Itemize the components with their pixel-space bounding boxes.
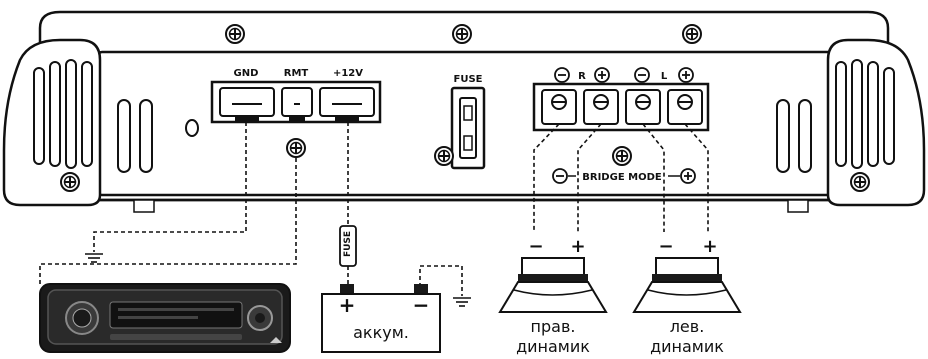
speaker-left: − + лев. динамик: [632, 236, 742, 356]
rmt-wire: [39, 158, 297, 286]
screw-icon: [612, 146, 632, 166]
speaker-right: − + прав. динамик: [498, 236, 608, 356]
power-terminal-block: GND RMT +12V: [210, 68, 382, 158]
screw-icon: [60, 172, 80, 192]
battery-plus-label: +: [339, 293, 356, 317]
screw-icon: [286, 138, 306, 158]
heatsink-right: [826, 38, 926, 207]
foot-right: [787, 199, 809, 213]
screw-icon: [850, 172, 870, 192]
head-unit-display: [109, 301, 243, 329]
ground-icon: [452, 297, 472, 307]
battery-minus-label: −: [413, 293, 430, 317]
rmt-terminal: [281, 87, 313, 117]
bridge-mode-label: BRIDGE MODE: [582, 172, 662, 183]
channel-left-label: L: [661, 71, 668, 82]
battery-terminal-plus: [340, 284, 354, 294]
speaker-left-minus-label: −: [658, 236, 673, 257]
bridge-minus-icon: [552, 168, 568, 184]
ground-icon: [84, 253, 104, 263]
speaker-left-label-line2: динамик: [650, 337, 724, 356]
speaker-terminal-block: R L BRIDGE MODE: [532, 67, 710, 184]
foot-left: [133, 199, 155, 213]
gnd-terminal: [219, 87, 275, 117]
vent-slots: [117, 99, 812, 173]
inline-fuse-label: FUSE: [343, 231, 353, 257]
head-unit: [39, 283, 291, 353]
heatsink-left: [2, 38, 102, 207]
rmt-label: RMT: [284, 68, 309, 79]
speaker-right-plus-label: +: [570, 236, 585, 257]
amplifier: GND RMT +12V FUSE: [2, 10, 926, 213]
led-indicator: [185, 119, 199, 137]
plus12v-label: +12V: [333, 68, 363, 79]
amplifier-fuse: FUSE: [434, 74, 486, 170]
battery: + − аккум.: [321, 284, 441, 353]
speaker-left-label-line1: лев.: [670, 317, 705, 336]
speaker-left-plus-label: +: [702, 236, 717, 257]
screw-icon: [434, 146, 454, 166]
screw-icon: [452, 24, 472, 44]
battery-terminal-minus: [414, 284, 428, 294]
fuse-label: FUSE: [454, 74, 483, 85]
screw-icon: [225, 24, 245, 44]
plus12v-terminal: [319, 87, 375, 117]
bridge-plus-icon: [680, 168, 696, 184]
speaker-right-minus-label: −: [528, 236, 543, 257]
speaker-right-label-line1: прав.: [531, 317, 576, 336]
speaker-r-minus-wire: [533, 123, 560, 232]
channel-right-label: R: [578, 71, 586, 82]
minus-icon: [554, 67, 570, 83]
plus-icon: [594, 67, 610, 83]
screw-icon: [682, 24, 702, 44]
gnd-label: GND: [234, 68, 259, 79]
plus-icon: [678, 67, 694, 83]
gnd-wire: [93, 122, 247, 252]
speaker-right-label-line2: динамик: [516, 337, 590, 356]
inline-fuse: FUSE: [339, 225, 357, 267]
battery-label: аккум.: [353, 323, 409, 342]
minus-icon: [634, 67, 650, 83]
battery-ground-wire: [419, 265, 463, 296]
